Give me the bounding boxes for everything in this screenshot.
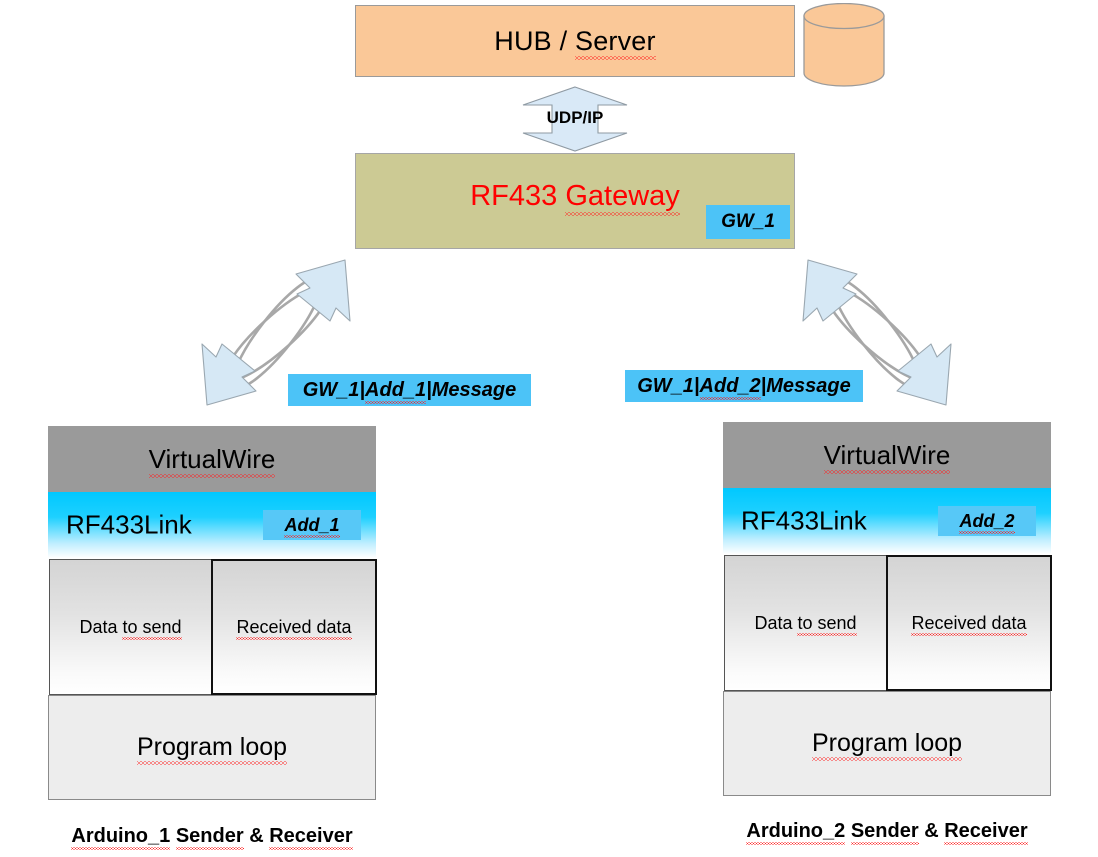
arduino-1-received-data-cell: Received data [211,559,377,695]
arduino-2-address-badge-label: Add_2 [959,510,1015,534]
database-cylinder-icon [803,3,885,87]
arduino-2-rf433link-label: RF433Link [741,505,867,536]
arduino-1-virtualwire-label: VirtualWire [148,443,276,478]
arduino-2-caption: Arduino_2 Sender & Receiver [723,820,1051,845]
arduino-2-rf433link-band: RF433Link Add_2 [723,488,1051,554]
arduino-1-address-badge: Add_1 [263,510,361,540]
arduino-2-data-to-send-cell: Data to send [724,555,887,691]
arduino-1-rf433link-label: RF433Link [66,509,192,540]
arduino-1-rf433link-band: RF433Link Add_1 [48,492,376,558]
arduino-1-address-badge-label: Add_1 [284,514,340,538]
hub-server-label: HUB / Server [494,25,656,60]
arduino-1-program-loop-box: Program loop [48,695,376,800]
arduino-1-data-to-send-cell: Data to send [49,559,212,695]
arduino-1-virtualwire-band: VirtualWire [48,426,376,492]
radio-link-right-arrows [802,259,952,406]
rf433-gateway-label-word: Gateway [565,180,681,216]
arduino-2-program-loop-label: Program loop [811,729,963,761]
arduino-1-received-data-label: Received data [236,616,352,640]
arduino-2-program-loop-box: Program loop [723,691,1051,796]
radio-link-right-message: GW_1|Add_2|Message [637,374,851,400]
arduino-2-received-data-cell: Received data [886,555,1052,691]
radio-link-left-message-badge: GW_1|Add_1|Message [288,374,531,406]
hub-server-label-text: Server [574,25,656,60]
arduino-2-data-to-send-label: Data to send [754,612,857,636]
udp-ip-label: UDP/IP [546,108,604,127]
arduino-2-address-badge: Add_2 [938,506,1036,536]
udp-ip-arrow: UDP/IP [486,86,664,152]
arduino-1-data-to-send-label: Data to send [79,616,182,640]
gateway-id-badge-label: GW_1 [721,211,775,232]
arduino-2-virtualwire-band: VirtualWire [723,422,1051,488]
radio-link-left-arrows [201,259,351,406]
arduino-2-caption-text: Arduino_2 Sender & Receiver [746,820,1029,845]
arduino-1-program-loop-label: Program loop [136,733,288,765]
arduino-2-received-data-label: Received data [911,612,1027,636]
hub-server-box: HUB / Server [355,5,795,77]
radio-link-right-message-badge: GW_1|Add_2|Message [625,370,863,402]
arduino-2-virtualwire-label: VirtualWire [823,439,951,474]
rf433-gateway-label: RF433 Gateway [470,180,681,216]
arduino-1-caption-text: Arduino_1 Sender & Receiver [71,825,354,850]
radio-link-left-message: GW_1|Add_1|Message [302,378,517,404]
gateway-id-badge: GW_1 [706,205,790,239]
rf433-gateway-box: RF433 Gateway [355,153,795,249]
arduino-1-caption: Arduino_1 Sender & Receiver [48,825,376,850]
